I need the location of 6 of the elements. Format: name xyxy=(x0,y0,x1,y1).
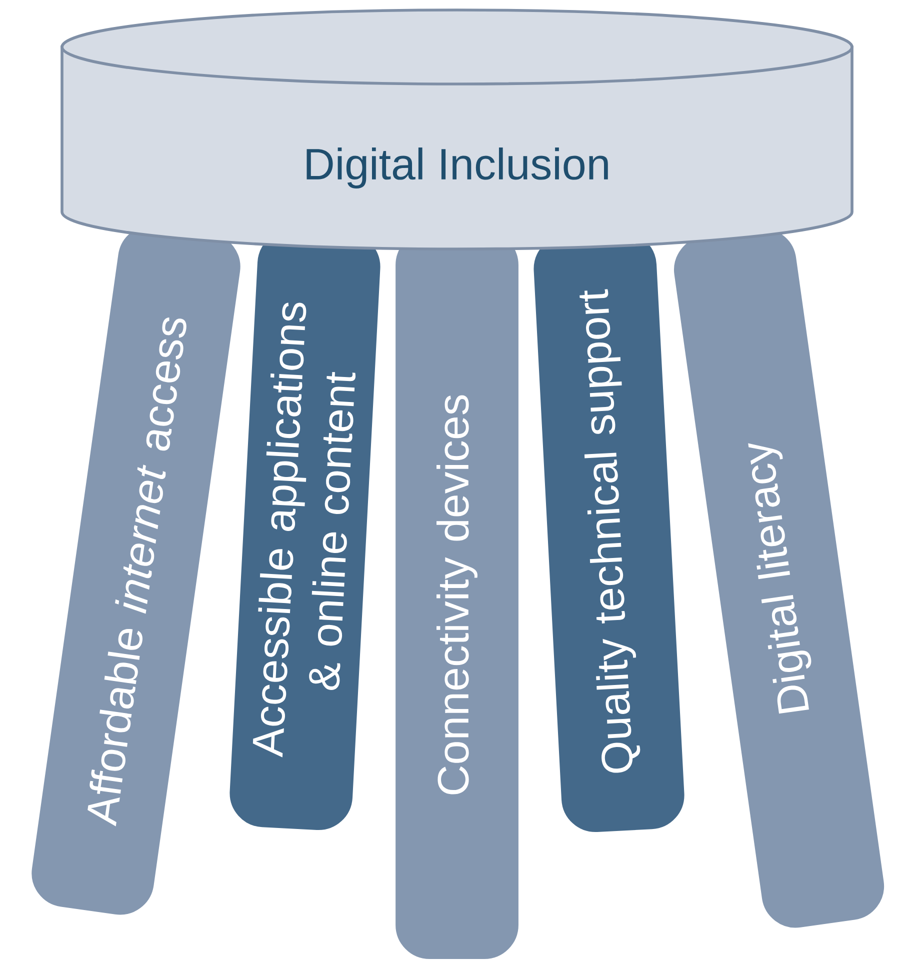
stool-leg: Affordable internet access xyxy=(88,317,186,826)
stool-leg: Connectivity devices xyxy=(393,228,521,962)
stool-seat: Digital Inclusion xyxy=(60,8,854,250)
stool-leg: Accessible applications & online content xyxy=(228,228,382,832)
stool-leg: Quality technical support xyxy=(532,230,686,834)
stool-leg: Digital literacy xyxy=(748,443,812,714)
